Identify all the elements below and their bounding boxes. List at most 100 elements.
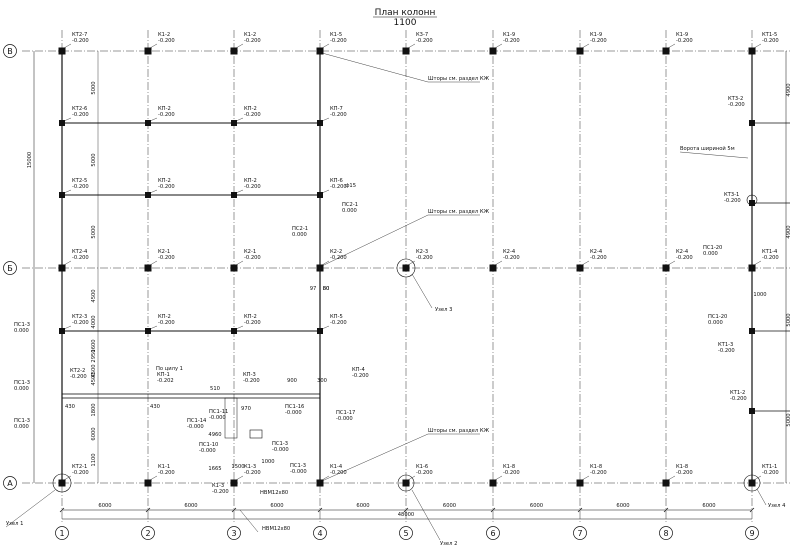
misc-label-value: 0.000 (14, 386, 29, 392)
axis-bubble-number (659, 526, 673, 540)
dim-tick (749, 507, 755, 513)
column-mark (231, 328, 237, 334)
node-circle (743, 474, 761, 492)
column-label-id: К1-2 (158, 32, 170, 38)
axis-number: 7 (577, 529, 582, 538)
misc-label-id: ПС1-16 (285, 404, 304, 410)
misc-label-value: -0.200 (352, 373, 369, 379)
column-label-value: -0.200 (158, 255, 175, 261)
label-leader (235, 43, 244, 49)
label-leader (321, 260, 330, 266)
column-mark (144, 47, 152, 55)
column-mark (662, 47, 670, 55)
label-leader (494, 475, 503, 481)
column-label-id: КП-5 (330, 314, 343, 320)
column-label-value: -0.200 (676, 255, 693, 261)
dim-span-bottom: 6000 (184, 503, 197, 509)
misc-label-id: К1-3 (212, 483, 224, 489)
double-beam (61, 393, 321, 399)
column-label-id: КТ2-7 (72, 32, 87, 38)
column-label-value: -0.200 (762, 255, 779, 261)
dim-segment-left: 4500 (91, 289, 97, 302)
column-label-id: К1-5 (330, 32, 342, 38)
column-label-value: -0.200 (416, 255, 433, 261)
dim-segment-right: 4900 (786, 225, 792, 238)
gate-leader (679, 151, 749, 159)
label-leader (235, 189, 244, 194)
misc-label-id: КП-4 (352, 367, 365, 373)
column-label-id: КТ2-5 (72, 178, 87, 184)
dim-tick (490, 507, 496, 513)
dim-span-bottom: 6000 (356, 503, 369, 509)
column-label-value: -0.200 (72, 255, 89, 261)
misc-label-id: КП-1 (157, 372, 170, 378)
column-label-value: -0.200 (676, 470, 693, 476)
node-circle (746, 194, 758, 206)
column-mark (576, 47, 584, 55)
column-label-value: -0.200 (762, 38, 779, 44)
column-label-id: К1-9 (590, 32, 602, 38)
dim-tick (577, 507, 583, 513)
dim-misc: 1000 (261, 459, 274, 465)
axis-number: 9 (749, 529, 754, 538)
node-circle (396, 258, 416, 278)
stair-outline (224, 397, 238, 439)
misc-label-id: ПС1-14 (187, 418, 207, 424)
column-label-id: КП-6 (330, 178, 343, 184)
column-label-id: К2-3 (416, 249, 428, 255)
misc-label-id: КП-3 (243, 372, 256, 378)
column-label-value: -0.200 (590, 255, 607, 261)
label-leader (753, 475, 762, 481)
label-leader (407, 260, 416, 266)
column-mark (317, 192, 323, 198)
column-mark (145, 192, 151, 198)
column-mark (316, 47, 324, 55)
dim-span-bottom: 6000 (702, 503, 715, 509)
label-leader (321, 475, 330, 481)
label-layer: КТ2-6-0.200КП-2-0.200КП-2-0.200КП-7-0.20… (14, 32, 779, 495)
column-mark (662, 264, 670, 272)
curtain-note: Шторы см. раздел КЖ (428, 76, 489, 82)
misc-label-value: -0.000 (209, 415, 226, 421)
node-circle (397, 474, 415, 492)
axis-bubble-letter (3, 261, 17, 275)
column-mark (489, 47, 497, 55)
dim-misc: 1665 (208, 466, 221, 472)
label-leader (753, 43, 762, 49)
column-label-value: -0.200 (72, 112, 89, 118)
column-label-id: К1-9 (503, 32, 515, 38)
dim-segment-left: 5000 (91, 81, 97, 94)
label-leader (667, 475, 676, 481)
dim-segment-left: 1100 (91, 453, 97, 466)
dim-segment-left: 6000 (91, 427, 97, 440)
misc-label-value: 0.000 (14, 328, 29, 334)
dim-tick (663, 507, 669, 513)
label-leader (63, 260, 72, 266)
misc-label-value: 0.000 (14, 424, 29, 430)
axis-number: 3 (231, 529, 236, 538)
column-mark (749, 120, 755, 126)
misc-label-id: КТ1-3 (718, 342, 733, 348)
column-label-id: КП-2 (158, 106, 171, 112)
note-leader (321, 214, 429, 267)
column-label-id: К2-4 (590, 249, 603, 255)
column-label-id: КТ2-6 (72, 106, 87, 112)
misc-label-value: 0.000 (342, 208, 357, 214)
dim-misc: 970 (241, 406, 251, 412)
column-label-id: К1-8 (590, 464, 602, 470)
label-leader (407, 43, 416, 49)
axis-bubble-number (745, 526, 759, 540)
dim-span-bottom: 6000 (616, 503, 629, 509)
misc-label-id: ПС1-20 (703, 245, 722, 251)
misc-label-id: ПС1-17 (336, 410, 355, 416)
node-4-label: Узел 4 (768, 503, 786, 509)
column-mark (576, 479, 584, 487)
column-mark (145, 120, 151, 126)
column-label-value: -0.200 (330, 320, 347, 326)
misc-label-id: ПС2-1 (342, 202, 358, 208)
axis-number: 5 (403, 529, 408, 538)
column-label-id: К2-1 (158, 249, 170, 255)
gate-note: Ворота шириной 5м (680, 145, 735, 152)
column-mark (230, 264, 238, 272)
